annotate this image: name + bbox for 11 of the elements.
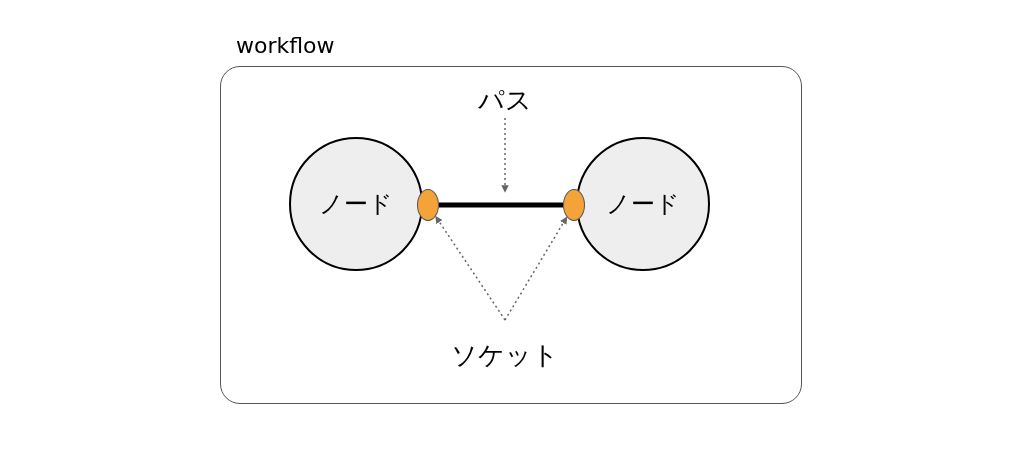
- socket-ellipse: [417, 189, 439, 221]
- leader-arrow: [434, 215, 506, 321]
- path-line: [439, 202, 563, 208]
- panel-title: workflow: [236, 33, 335, 59]
- callout-text: ソケット: [451, 338, 559, 372]
- leader-arrow: [501, 117, 509, 193]
- node-label: ノード: [606, 189, 680, 220]
- socket-ellipse: [563, 189, 585, 221]
- callout-text: パス: [478, 83, 532, 117]
- leader-arrow: [504, 216, 568, 321]
- node-label: ノード: [319, 189, 393, 220]
